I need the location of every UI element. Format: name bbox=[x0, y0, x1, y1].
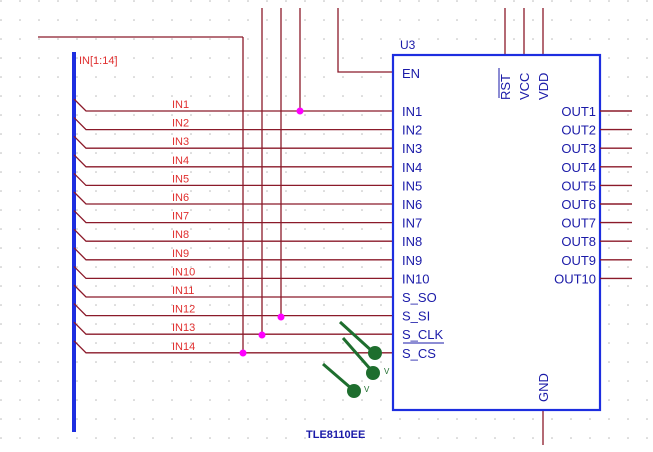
net-wire[interactable] bbox=[73, 340, 393, 354]
en-wire[interactable] bbox=[337, 8, 393, 73]
net-wire[interactable] bbox=[73, 154, 393, 168]
pin-label-right: OUT9 bbox=[561, 253, 596, 268]
net-label: IN13 bbox=[172, 322, 195, 334]
junction-dot bbox=[239, 349, 247, 357]
pin-label-top: VDD bbox=[536, 73, 551, 100]
net-label: IN3 bbox=[172, 136, 189, 148]
junction-dot bbox=[296, 107, 304, 115]
pin-label-right: OUT5 bbox=[561, 178, 596, 193]
junction-dot bbox=[277, 313, 285, 321]
net-wire[interactable] bbox=[73, 117, 393, 131]
pin-label-en: EN bbox=[402, 66, 420, 81]
pin-label-left: IN6 bbox=[402, 197, 422, 212]
top-pin-labels: RST VCC VDD bbox=[498, 73, 551, 100]
ic-body[interactable] bbox=[391, 53, 602, 412]
part-number: TLE8110EE bbox=[306, 429, 365, 441]
net-wire[interactable] bbox=[73, 135, 393, 149]
pin-label-left: IN8 bbox=[402, 234, 422, 249]
bus-label: IN[1:14] bbox=[79, 55, 118, 67]
pin-label-left: IN3 bbox=[402, 141, 422, 156]
ground-symbol-text: V bbox=[364, 385, 370, 394]
ground-symbol-2[interactable] bbox=[341, 337, 380, 380]
net-label: IN10 bbox=[172, 266, 195, 278]
pin-label-left: S_CLK bbox=[402, 327, 444, 342]
net-wire[interactable] bbox=[73, 265, 393, 280]
pin-label-left: IN1 bbox=[402, 104, 422, 119]
net-wire[interactable] bbox=[73, 247, 393, 261]
net-label: IN12 bbox=[172, 304, 195, 316]
net-wire[interactable] bbox=[73, 303, 393, 317]
ground-symbol-1[interactable] bbox=[338, 320, 382, 360]
net-label: IN2 bbox=[172, 118, 189, 130]
net-wire[interactable] bbox=[73, 98, 393, 112]
pin-label-left: S_CS bbox=[402, 346, 436, 361]
net-wire[interactable] bbox=[73, 172, 393, 187]
ground-symbol-3[interactable] bbox=[322, 362, 361, 398]
pin-label-left: IN7 bbox=[402, 216, 422, 231]
right-pin-labels: OUT1OUT2OUT3OUT4OUT5OUT6OUT7OUT8OUT9OUT1… bbox=[554, 104, 632, 286]
bus-net-wires: IN1IN2IN3IN4IN5IN6IN7IN8IN9IN10IN11IN12I… bbox=[73, 98, 393, 354]
pin-label-top: VCC bbox=[517, 73, 532, 100]
net-label: IN9 bbox=[172, 248, 189, 260]
net-wire[interactable] bbox=[73, 191, 393, 205]
pin-label-right: OUT1 bbox=[561, 104, 596, 119]
pin-label-left: IN5 bbox=[402, 178, 422, 193]
pin-label-left: S_SO bbox=[402, 290, 437, 305]
net-label: IN11 bbox=[172, 285, 194, 297]
net-wire[interactable] bbox=[73, 228, 393, 242]
pin-label-top: RST bbox=[498, 74, 513, 100]
pin-label-right: OUT3 bbox=[561, 141, 596, 156]
net-wire[interactable] bbox=[73, 284, 393, 298]
pin-label-gnd: GND bbox=[536, 373, 551, 402]
junction-dot bbox=[258, 331, 266, 339]
net-label: IN14 bbox=[172, 341, 195, 353]
net-label: IN8 bbox=[172, 229, 189, 241]
pin-label-right: OUT8 bbox=[561, 234, 596, 249]
pin-label-left: IN9 bbox=[402, 253, 422, 268]
pin-label-right: OUT2 bbox=[561, 123, 596, 138]
chip-reference: U3 bbox=[400, 38, 416, 52]
net-label: IN1 bbox=[172, 99, 189, 111]
pin-label-right: OUT10 bbox=[554, 271, 596, 286]
pin-label-left: IN4 bbox=[402, 160, 422, 175]
pin-label-left: IN10 bbox=[402, 271, 429, 286]
pin-label-left: S_SI bbox=[402, 309, 430, 324]
net-label: IN6 bbox=[172, 192, 189, 204]
pin-label-right: OUT7 bbox=[561, 216, 596, 231]
pin-label-right: OUT6 bbox=[561, 197, 596, 212]
net-label: IN4 bbox=[172, 155, 189, 167]
net-label: IN7 bbox=[172, 211, 189, 223]
net-label: IN5 bbox=[172, 173, 189, 185]
net-wire[interactable] bbox=[73, 321, 393, 335]
ground-symbol-text: V bbox=[384, 367, 390, 376]
pin-label-left: IN2 bbox=[402, 123, 422, 138]
net-wire[interactable] bbox=[73, 210, 393, 224]
pin-label-right: OUT4 bbox=[561, 160, 596, 175]
